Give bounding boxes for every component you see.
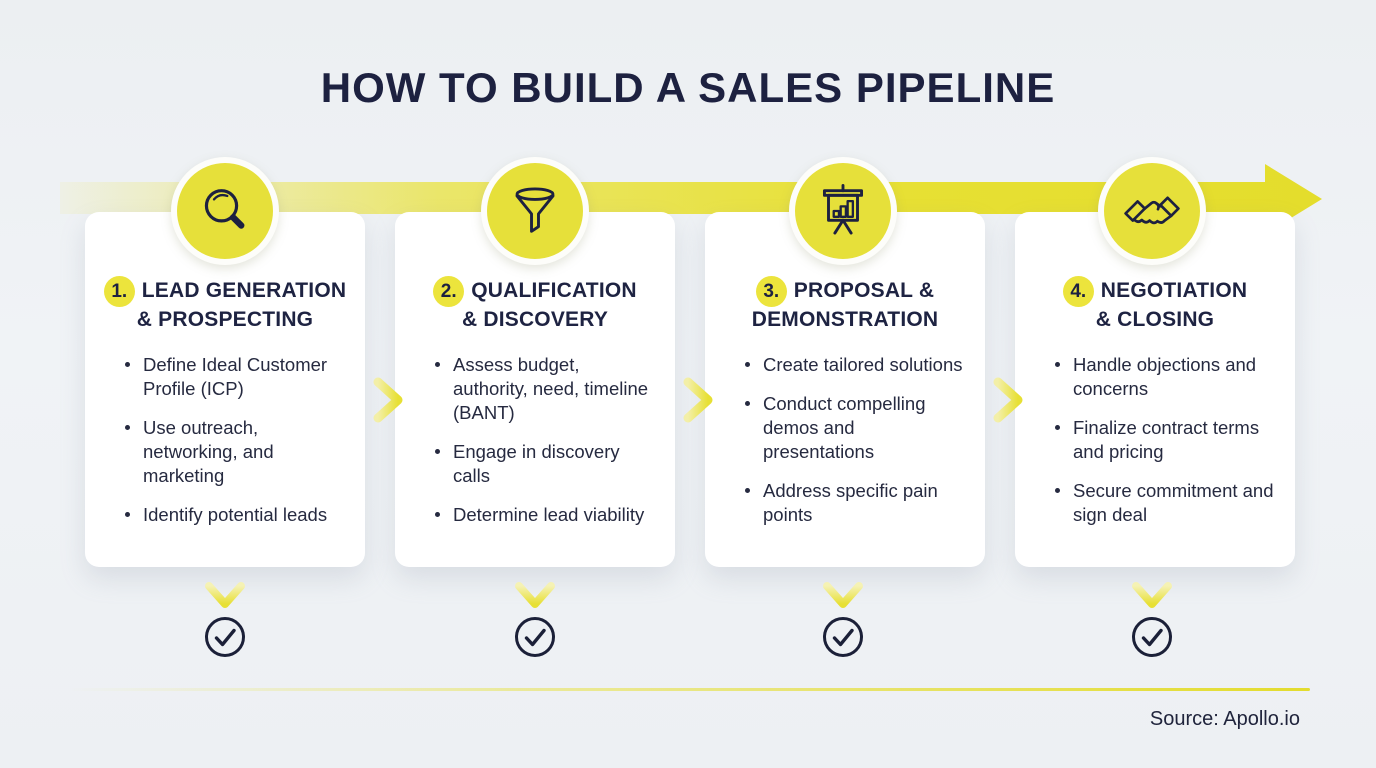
check-circle-icon — [205, 617, 245, 657]
down-arrow-icon — [823, 560, 863, 608]
source-credit: Source: Apollo.io — [1149, 708, 1300, 730]
step-card-3: 3. PROPOSAL & DEMONSTRATION Create tailo… — [705, 212, 985, 567]
funnel-icon — [515, 187, 555, 233]
step-1-title-line1: LEAD GENERATION — [141, 279, 347, 303]
step-2-number-badge: 2. — [433, 276, 465, 307]
step-3-bullets: Create tailored solutions Conduct compel… — [721, 353, 969, 527]
right-arrow-icon — [968, 377, 1023, 423]
right-arrow-icon — [658, 377, 713, 423]
step-4-bullets: Handle objections and concerns Finalize … — [1031, 353, 1279, 527]
bullet-item: Conduct compelling demos and presentatio… — [743, 392, 969, 464]
bullet-item: Assess budget, authority, need, timeline… — [433, 353, 659, 425]
bullet-item: Secure commitment and sign deal — [1053, 479, 1279, 527]
bullet-item: Create tailored solutions — [743, 353, 969, 377]
step-4-number-badge: 4. — [1062, 276, 1094, 307]
bullet-item: Handle objections and concerns — [1053, 353, 1279, 401]
step-4-title-line1: NEGOTIATION — [1100, 279, 1248, 303]
down-arrow-icon — [515, 560, 555, 608]
step-1-bullets: Define Ideal Customer Profile (ICP) Use … — [101, 353, 349, 527]
bullet-item: Use outreach, networking, and marketing — [123, 416, 349, 488]
check-circle-icon — [1132, 617, 1172, 657]
step-2-title-line1: QUALIFICATION — [471, 279, 637, 303]
step-2-bullets: Assess budget, authority, need, timeline… — [411, 353, 659, 527]
step-4-header: 4. NEGOTIATION & CLOSING — [1031, 276, 1279, 333]
step-circle-1 — [171, 157, 279, 265]
step-circle-2 — [481, 157, 589, 265]
step-card-4: 4. NEGOTIATION & CLOSING Handle objectio… — [1015, 212, 1295, 567]
bullet-item: Address specific pain points — [743, 479, 969, 527]
presentation-chart-icon — [822, 184, 864, 235]
step-1-title-line2: & PROSPECTING — [136, 308, 314, 331]
step-3-header: 3. PROPOSAL & DEMONSTRATION — [721, 276, 969, 333]
footer-divider — [70, 688, 1310, 691]
down-arrow-icon — [1132, 560, 1172, 608]
step-3-number-badge: 3. — [755, 276, 787, 307]
timeline-arrow-band — [60, 164, 1322, 234]
magnifier-icon — [204, 189, 245, 229]
bullet-item: Engage in discovery calls — [433, 440, 659, 488]
bullet-item: Identify potential leads — [123, 503, 349, 527]
step-circle-3 — [789, 157, 897, 265]
step-1-number-badge: 1. — [103, 276, 135, 307]
check-circle-icon — [515, 617, 555, 657]
step-card-1: 1. LEAD GENERATION & PROSPECTING Define … — [85, 212, 365, 567]
step-1-header: 1. LEAD GENERATION & PROSPECTING — [101, 276, 349, 333]
bullet-item: Finalize contract terms and pricing — [1053, 416, 1279, 464]
step-circle-4 — [1098, 157, 1206, 265]
bullet-item: Determine lead viability — [433, 503, 659, 527]
step-2-title-line2: & DISCOVERY — [461, 308, 609, 331]
down-arrow-icon — [205, 560, 245, 608]
page-title: HOW TO BUILD A SALES PIPELINE — [320, 64, 1056, 111]
handshake-icon — [1124, 196, 1180, 225]
bullet-item: Define Ideal Customer Profile (ICP) — [123, 353, 349, 401]
step-3-title-line2: DEMONSTRATION — [751, 308, 939, 331]
check-circle-icon — [823, 617, 863, 657]
step-4-title-line2: & CLOSING — [1095, 308, 1215, 331]
step-2-header: 2. QUALIFICATION & DISCOVERY — [411, 276, 659, 333]
step-3-title-line1: PROPOSAL & — [793, 279, 935, 303]
step-card-2: 2. QUALIFICATION & DISCOVERY Assess budg… — [395, 212, 675, 567]
right-arrow-icon — [348, 377, 403, 423]
